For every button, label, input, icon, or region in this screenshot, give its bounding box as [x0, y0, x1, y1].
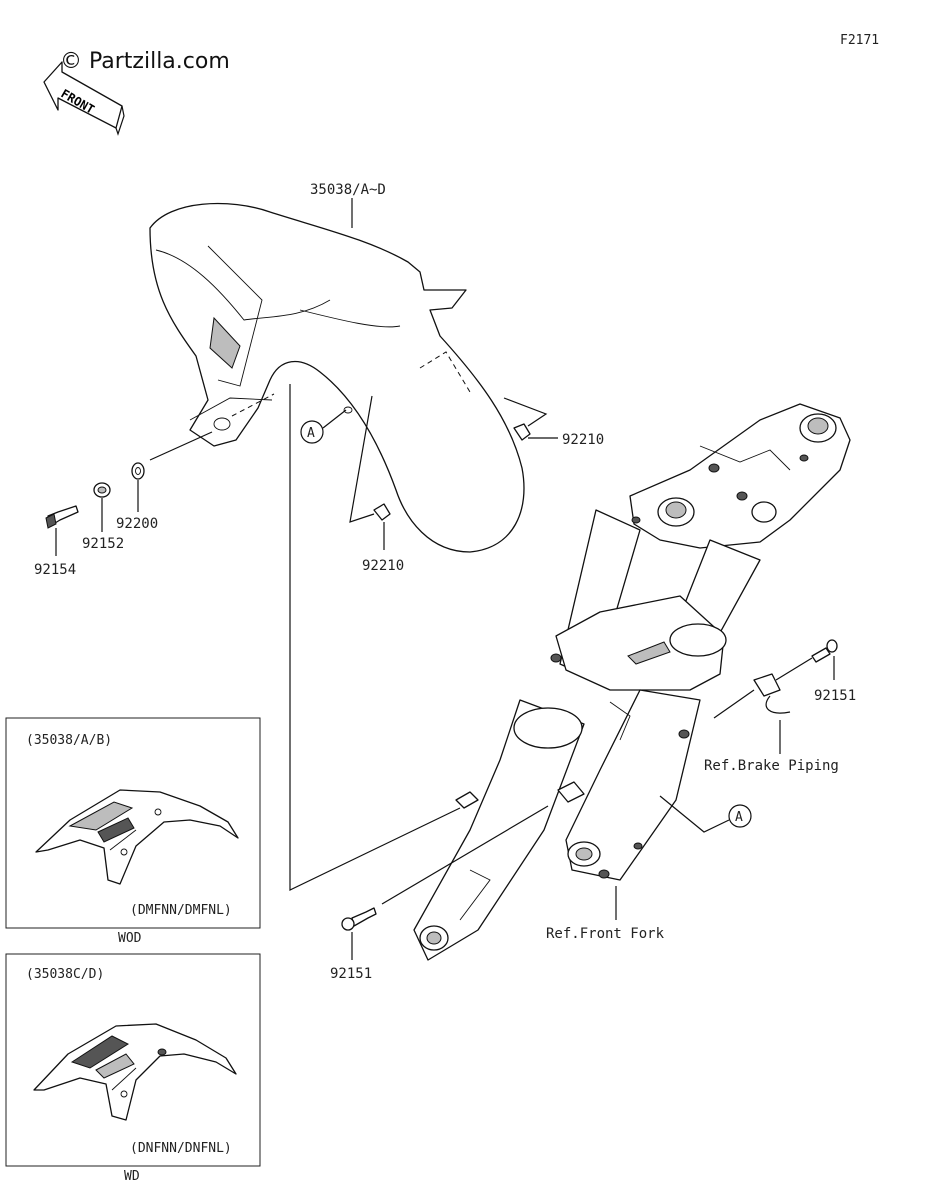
- figure-code: F2171: [840, 33, 879, 48]
- callout-a-upper-letter: A: [307, 426, 315, 441]
- variant-inset-1: (35038/A/B) (DMFNN/DMFNL): [5, 717, 261, 929]
- variant-2-header: (35038C/D): [26, 967, 104, 982]
- front-fender: [149, 202, 525, 553]
- front-arrow-icon: FRONT: [43, 61, 125, 136]
- fender-part-number: 35038/A~D: [310, 182, 386, 198]
- variant-1-models: (DMFNN/DMFNL): [130, 903, 232, 918]
- collar-part-number: 92152: [82, 536, 124, 552]
- bolt-left: [45, 505, 79, 556]
- ref-brake-piping: Ref.Brake Piping: [704, 758, 839, 774]
- variant-2-fender-image: [33, 1023, 237, 1121]
- variant-1-header: (35038/A/B): [26, 733, 112, 748]
- variant-2-models: (DNFNN/DNFNL): [130, 1141, 232, 1156]
- front-fork-assembly: [413, 403, 851, 961]
- variant-inset-2: (35038C/D) (DNFNN/DNFNL): [5, 953, 261, 1167]
- washer-part-number: 92200: [116, 516, 158, 532]
- bolt-bottom-part-number: 92151: [330, 966, 372, 982]
- callout-a-upper: [300, 420, 324, 444]
- bolt-bottom: [341, 805, 549, 960]
- nut-upper-part-number: 92210: [562, 432, 604, 448]
- callout-a-lower-letter: A: [735, 810, 743, 825]
- callout-a-lower: [728, 804, 752, 828]
- ref-front-fork: Ref.Front Fork: [546, 926, 665, 942]
- brake-pipe-clamp: [713, 673, 791, 754]
- collar: [93, 482, 111, 532]
- nut-upper: [503, 397, 558, 441]
- bolt-left-part-number: 92154: [34, 562, 76, 578]
- nut-lower: [349, 395, 391, 550]
- bolt-right: [775, 639, 838, 681]
- bolt-right-part-number: 92151: [814, 688, 856, 704]
- variant-2-caption: WD: [124, 1169, 140, 1184]
- nut-lower-part-number: 92210: [362, 558, 404, 574]
- washer: [131, 431, 213, 512]
- variant-1-caption: WOD: [118, 931, 142, 946]
- variant-1-fender-image: [35, 789, 239, 885]
- copyright-brand: © Partzilla.com: [60, 49, 230, 74]
